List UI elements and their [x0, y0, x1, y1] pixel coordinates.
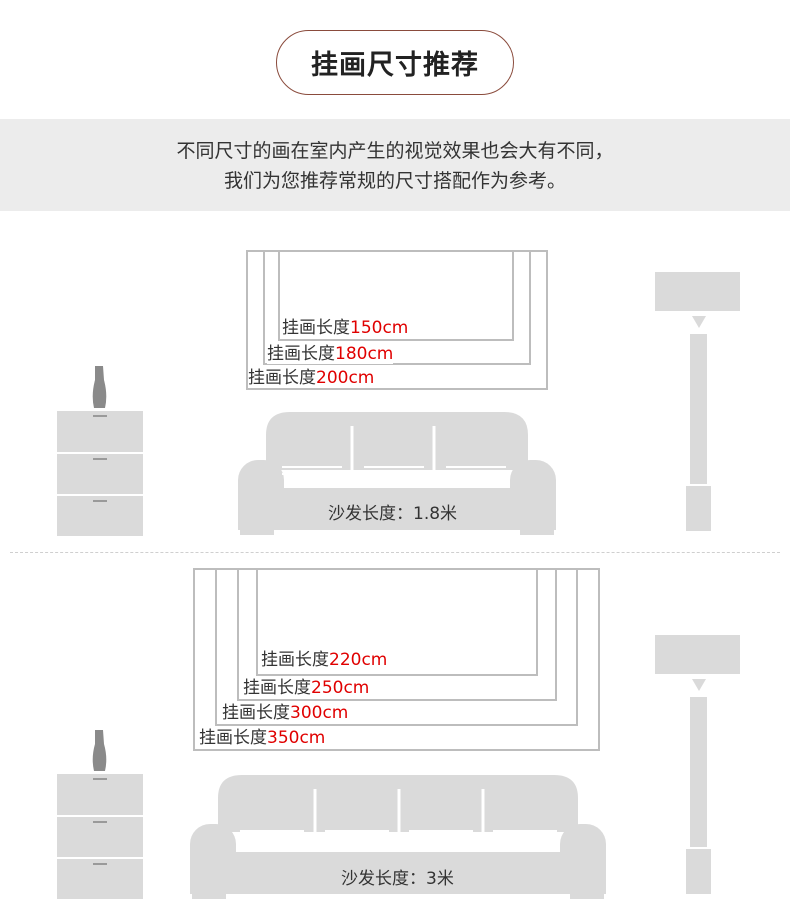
frame-180cm [263, 250, 531, 365]
page-title: 挂画尺寸推荐 [276, 30, 514, 95]
frame-250cm [237, 568, 557, 701]
frame-label-150cm: 挂画长度150cm [282, 318, 409, 338]
section-divider [10, 552, 780, 553]
frame-label-250cm: 挂画长度250cm [243, 678, 370, 698]
nightstand-icon-2 [57, 774, 143, 899]
frame-label-300cm: 挂画长度300cm [222, 703, 349, 723]
sofa-icon [238, 412, 556, 535]
frame-label-220cm: 挂画长度220cm [261, 650, 388, 670]
frame-220cm [256, 568, 538, 676]
frame-150cm [278, 250, 514, 341]
floor-lamp-icon [655, 272, 740, 531]
frame-label-350cm: 挂画长度350cm [199, 728, 326, 748]
intro-band: 不同尺寸的画在室内产生的视觉效果也会大有不同， 我们为您推荐常规的尺寸搭配作为参… [0, 119, 790, 211]
sofa-length-label: 沙发长度：1.8米 [328, 504, 458, 524]
frame-label-180cm: 挂画长度180cm [267, 344, 394, 364]
floor-lamp-icon-2 [655, 635, 740, 894]
intro-line-2: 我们为您推荐常规的尺寸搭配作为参考。 [223, 170, 566, 192]
frame-300cm [215, 568, 578, 726]
intro-line-1: 不同尺寸的画在室内产生的视觉效果也会大有不同， [176, 140, 614, 162]
vase-icon [92, 366, 107, 408]
vase-icon-2 [92, 730, 107, 771]
frame-label-200cm: 挂画长度200cm [248, 368, 375, 388]
sofa-length-label-2: 沙发长度：3米 [341, 869, 454, 889]
nightstand-icon [57, 411, 143, 536]
